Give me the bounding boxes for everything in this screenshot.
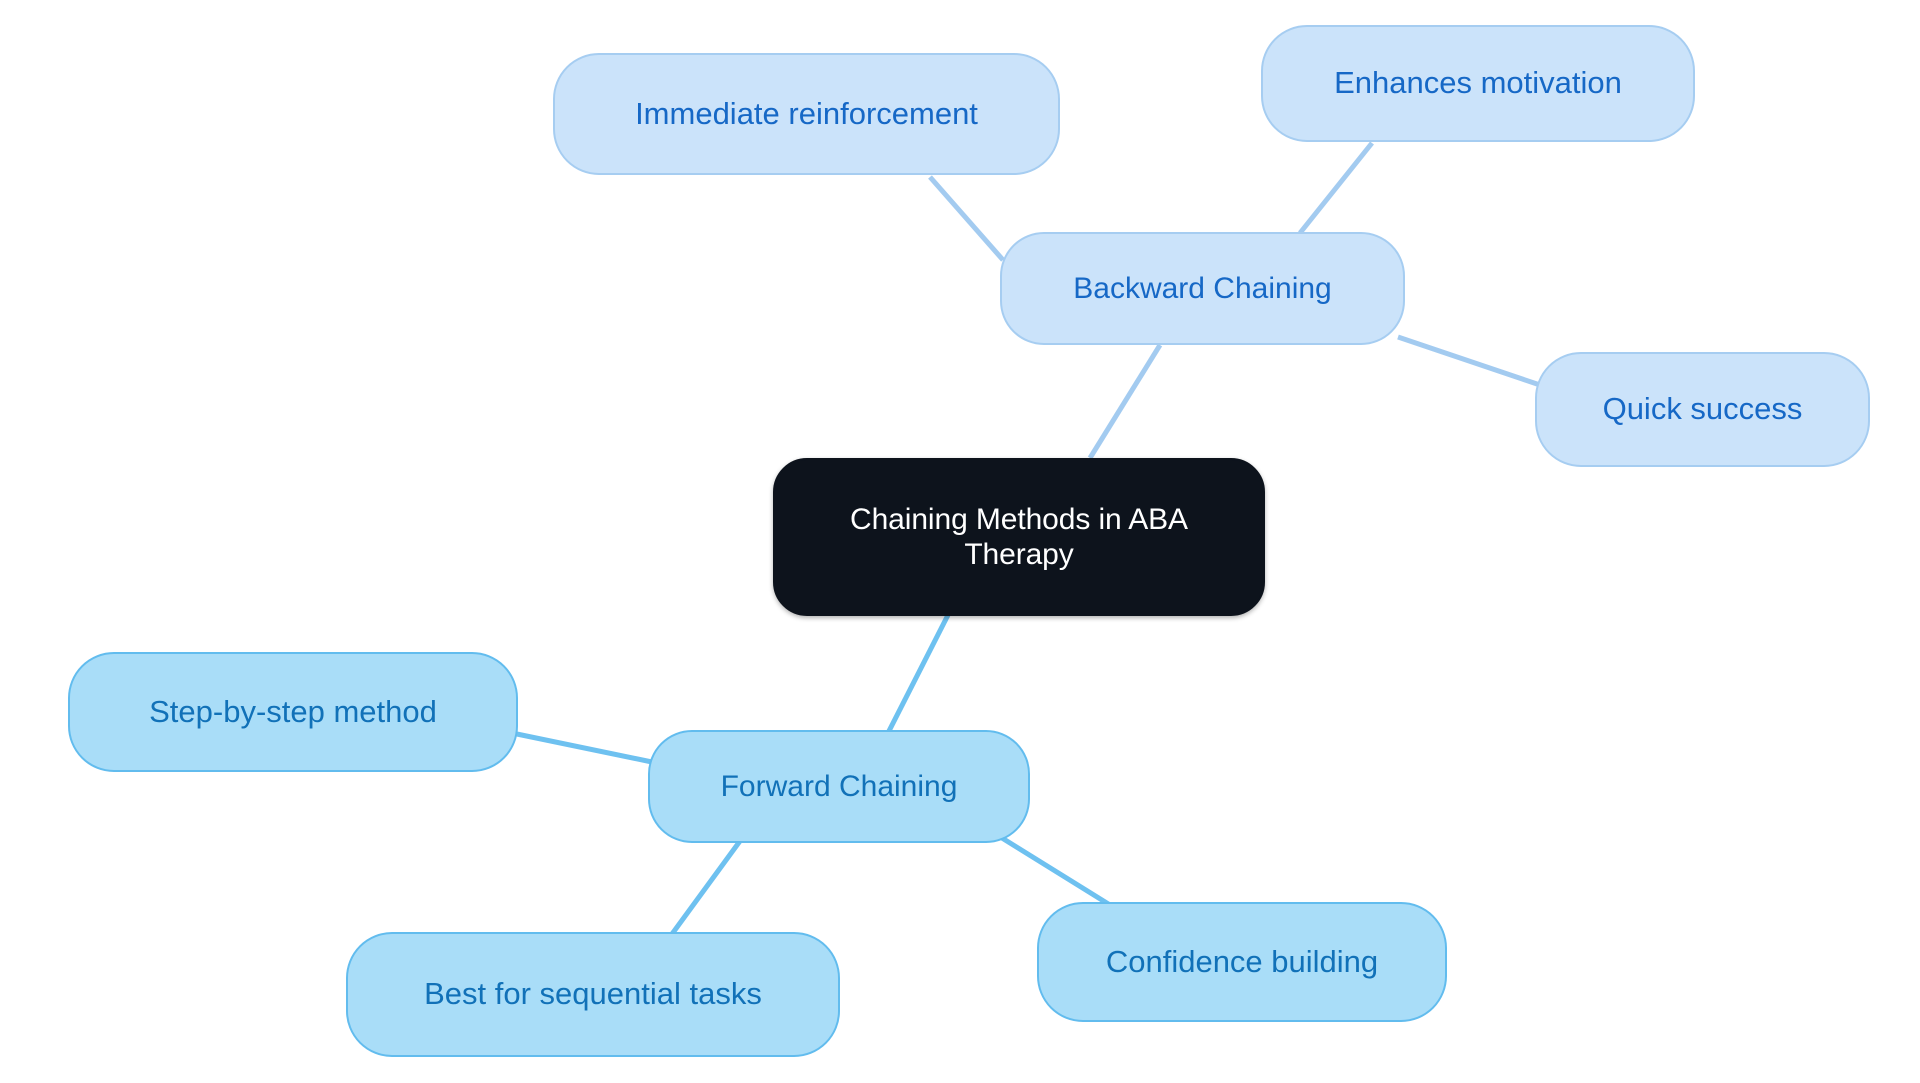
node-best-for-sequential-tasks[interactable]: Best for sequential tasks — [346, 932, 840, 1057]
edge-forward-chaining-to-confidence-building — [1000, 835, 1112, 908]
edge-root-to-backward-chaining — [1087, 343, 1163, 460]
node-enhances-motivation[interactable]: Enhances motivation — [1261, 25, 1695, 142]
node-confidence-building[interactable]: Confidence building — [1037, 902, 1447, 1022]
edge-forward-chaining-to-best-for-sequential-tasks — [669, 839, 743, 936]
edge-root-to-forward-chaining — [885, 613, 951, 735]
node-step-by-step-method[interactable]: Step-by-step method — [68, 652, 518, 772]
node-immediate-reinforcement[interactable]: Immediate reinforcement — [553, 53, 1060, 175]
edge-backward-chaining-to-quick-success — [1397, 334, 1541, 388]
node-quick-success[interactable]: Quick success — [1535, 352, 1870, 467]
node-root[interactable]: Chaining Methods in ABA Therapy — [773, 458, 1265, 616]
edge-backward-chaining-to-enhances-motivation — [1298, 141, 1374, 235]
node-backward-chaining[interactable]: Backward Chaining — [1000, 232, 1405, 345]
edge-forward-chaining-to-step-by-step-method — [511, 730, 653, 765]
edge-group — [511, 141, 1541, 936]
edge-backward-chaining-to-immediate-reinforcement — [928, 175, 1005, 262]
node-forward-chaining[interactable]: Forward Chaining — [648, 730, 1030, 843]
